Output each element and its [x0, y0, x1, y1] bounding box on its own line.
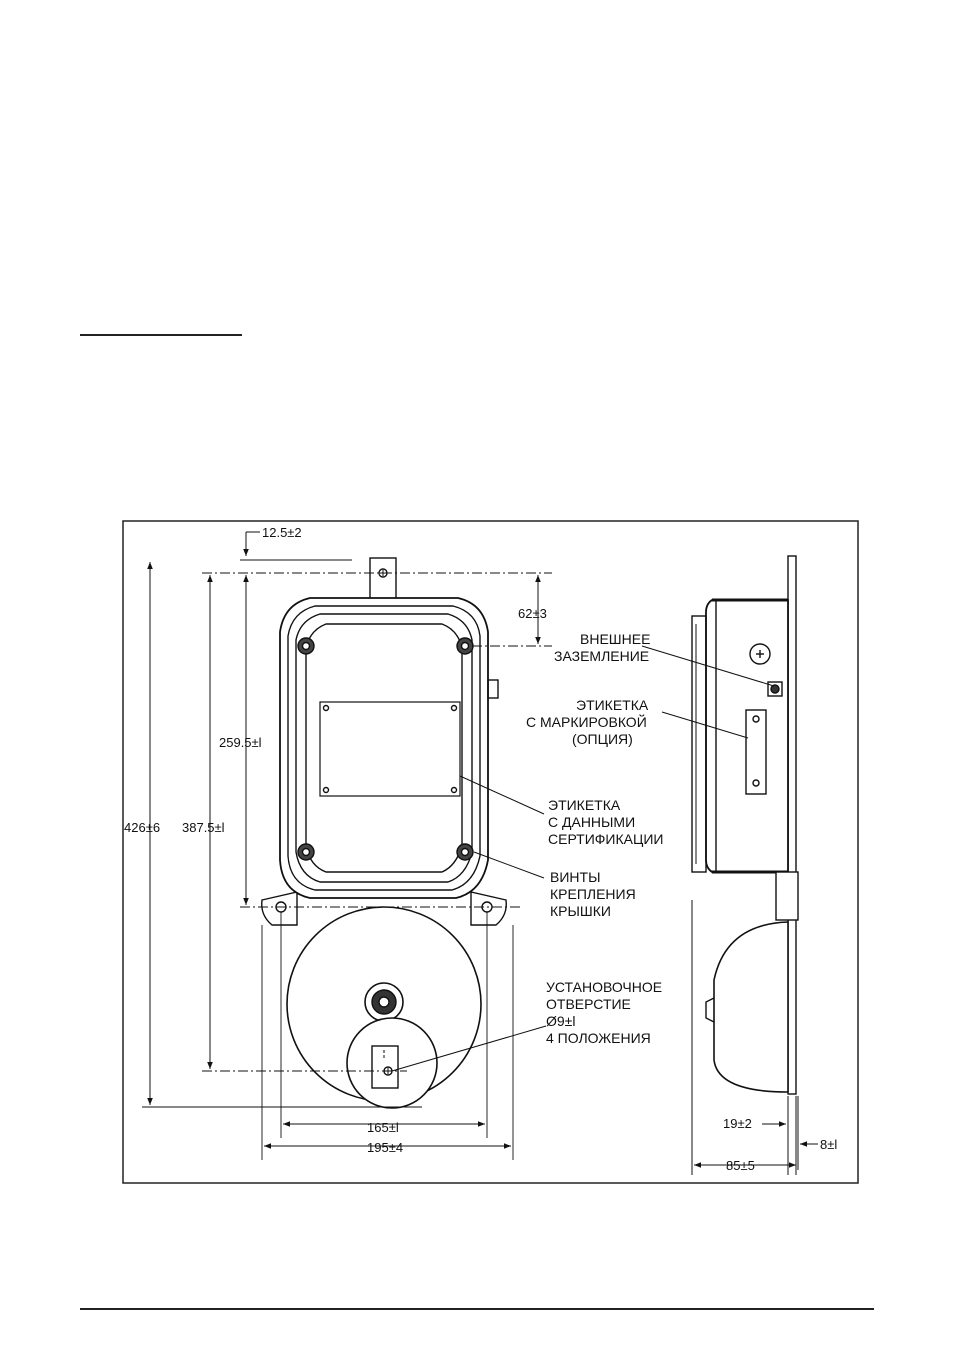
- label-mount-hole: УСТАНОВОЧНОЕ ОТВЕРСТИЕ Ø9±l 4 ПОЛОЖЕНИЯ: [546, 979, 662, 1046]
- svg-text:КРЫШКИ: КРЫШКИ: [550, 903, 611, 919]
- svg-text:ЗАЗЕМЛЕНИЕ: ЗАЗЕМЛЕНИЕ: [554, 648, 649, 664]
- svg-text:ВИНТЫ: ВИНТЫ: [550, 869, 600, 885]
- side-dimension-lines: [691, 900, 818, 1175]
- dim-overall-width: 195±4: [367, 1140, 403, 1155]
- footer-rule: [80, 1308, 874, 1310]
- svg-text:С МАРКИРОВКОЙ: С МАРКИРОВКОЙ: [526, 713, 647, 730]
- dimension-lines: [147, 531, 541, 1149]
- label-marking: ЭТИКЕТКА С МАРКИРОВКОЙ (ОПЦИЯ): [526, 697, 649, 747]
- dim-hole-spacing: 165±l: [367, 1120, 399, 1135]
- svg-text:4 ПОЛОЖЕНИЯ: 4 ПОЛОЖЕНИЯ: [546, 1030, 651, 1046]
- dim-overall-depth: 85±5: [726, 1158, 755, 1173]
- dim-overall-height: 426±6: [124, 820, 160, 835]
- dim-inner-height: 259.5±l: [219, 735, 262, 750]
- dim-depth-19: 19±2: [723, 1116, 752, 1131]
- svg-text:СЕРТИФИКАЦИИ: СЕРТИФИКАЦИИ: [548, 831, 663, 847]
- side-view: [691, 555, 799, 1095]
- label-certification: ЭТИКЕТКА С ДАННЫМИ СЕРТИФИКАЦИИ: [548, 797, 663, 847]
- dim-bracket-height: 62±3: [518, 606, 547, 621]
- svg-text:УСТАНОВОЧНОЕ: УСТАНОВОЧНОЕ: [546, 979, 662, 995]
- dim-depth-8: 8±l: [820, 1137, 837, 1152]
- dimension-drawing: ВНЕШНЕЕ ЗАЗЕМЛЕНИЕ ЭТИКЕТКА С МАРКИРОВКО…: [122, 520, 859, 1184]
- svg-text:КРЕПЛЕНИЯ: КРЕПЛЕНИЯ: [550, 886, 636, 902]
- svg-text:Ø9±l: Ø9±l: [546, 1013, 575, 1029]
- label-grounding: ВНЕШНЕЕ ЗАЗЕМЛЕНИЕ: [554, 631, 650, 664]
- svg-text:С ДАННЫМИ: С ДАННЫМИ: [548, 814, 635, 830]
- top-rule: [80, 334, 242, 336]
- dim-top-offset: 12.5±2: [262, 525, 302, 540]
- extension-lines: [142, 559, 552, 1160]
- svg-text:ЭТИКЕТКА: ЭТИКЕТКА: [548, 797, 621, 813]
- dim-mount-height: 387.5±l: [182, 820, 225, 835]
- leader-lines: [391, 645, 775, 1072]
- svg-text:ОТВЕРСТИЕ: ОТВЕРСТИЕ: [546, 996, 631, 1012]
- front-view: [261, 557, 507, 1109]
- drawing-frame: [122, 520, 859, 1184]
- label-cover-screws: ВИНТЫ КРЕПЛЕНИЯ КРЫШКИ: [550, 869, 636, 919]
- svg-text:ВНЕШНЕЕ: ВНЕШНЕЕ: [580, 631, 650, 647]
- svg-text:ЭТИКЕТКА: ЭТИКЕТКА: [576, 697, 649, 713]
- svg-text:(ОПЦИЯ): (ОПЦИЯ): [572, 731, 633, 747]
